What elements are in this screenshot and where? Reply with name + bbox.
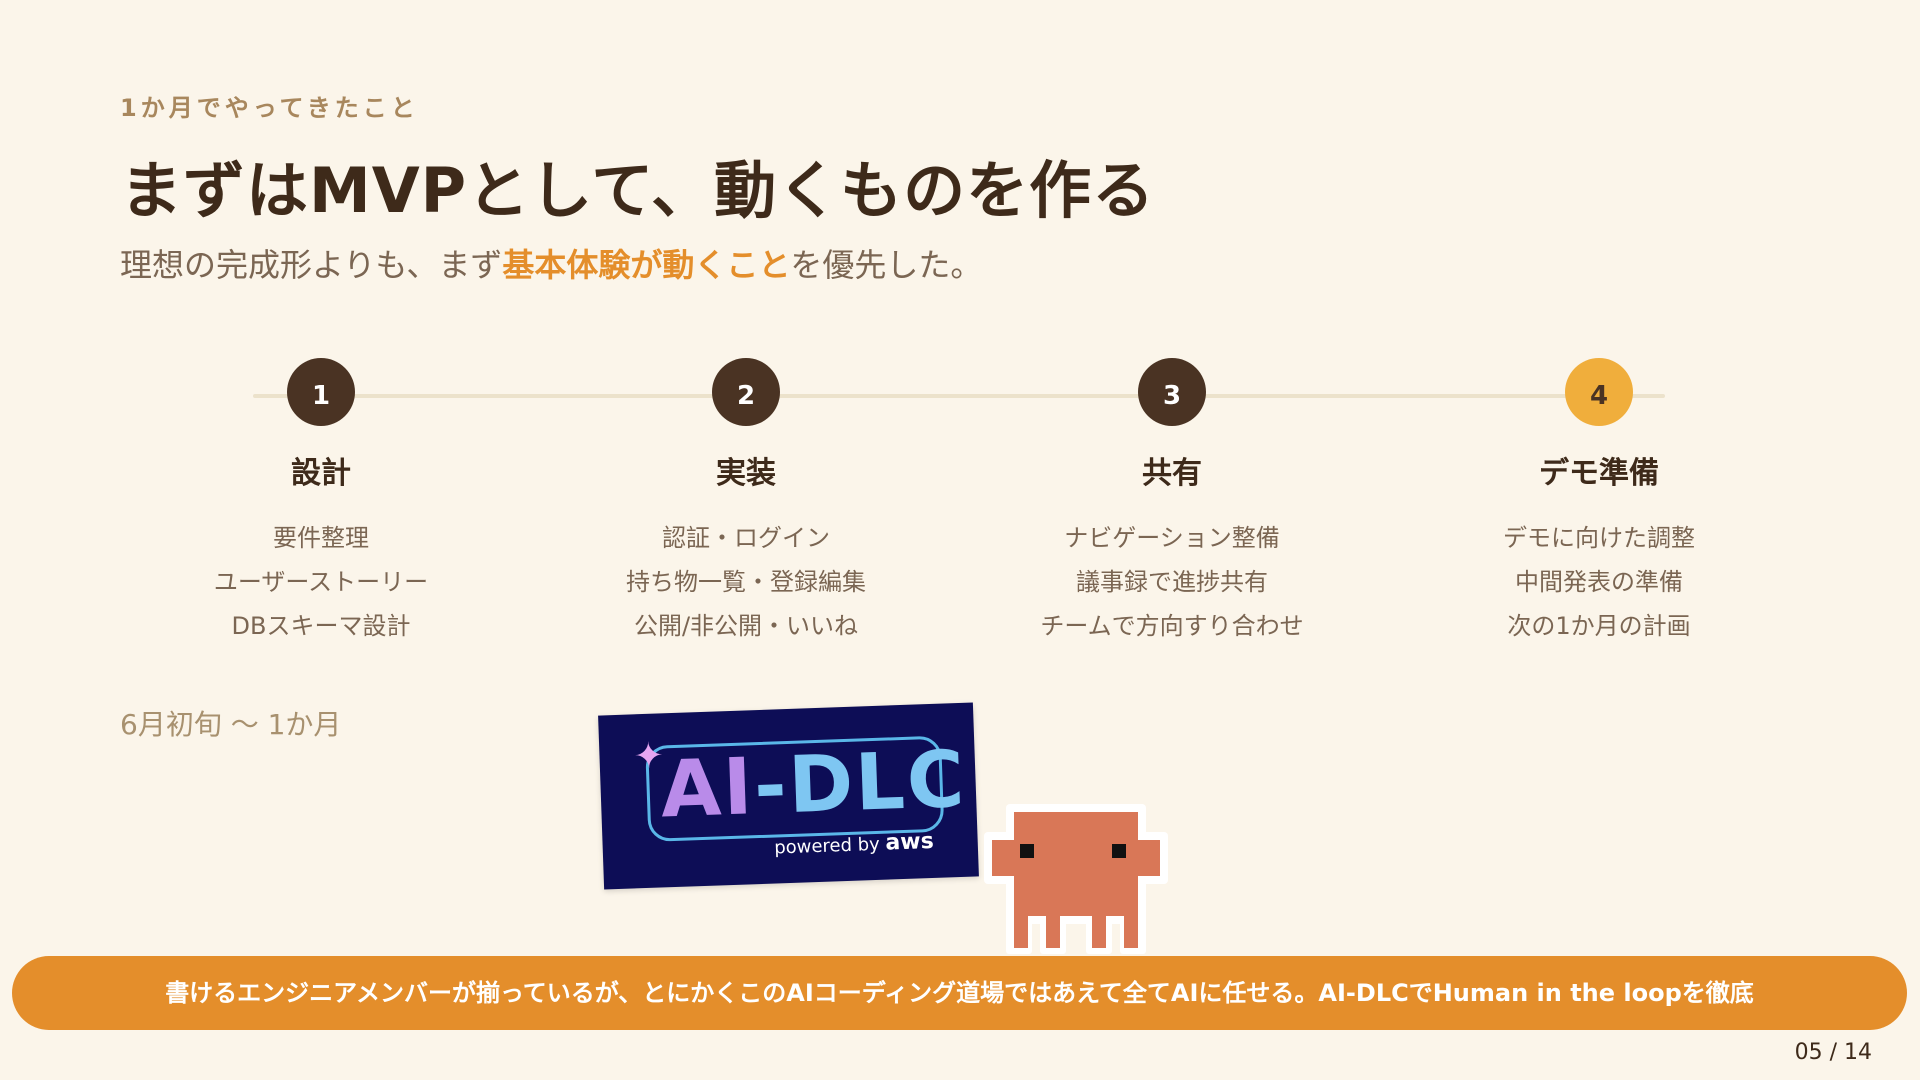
step-number-badge: 1 [287, 358, 355, 426]
logo-powered-by: powered by aws [773, 828, 935, 859]
subtitle-highlight: 基本体験が動くこと [502, 246, 791, 284]
step-number-badge: 3 [1138, 358, 1206, 426]
step-item: 公開/非公開・いいね [633, 612, 859, 640]
step-title: デモ準備 [1539, 456, 1659, 491]
step-item: DBスキーマ設計 [231, 612, 411, 640]
period-label: 6月初旬 〜 1か月 [120, 708, 342, 741]
timeline-step-2: 2 実装 認証・ログイン 持ち物一覧・登録編集 公開/非公開・いいね [566, 358, 926, 648]
aws-logo-text: aws [885, 828, 935, 856]
mascot-icon [984, 804, 1168, 954]
timeline-step-3: 3 共有 ナビゲーション整備 議事録で進捗共有 チームで方向すり合わせ [992, 358, 1352, 648]
slide-title: まずはMVPとして、動くものを作る [120, 154, 1156, 227]
ai-dlc-logo: ✦ AI-DLC powered by aws [598, 702, 979, 890]
step-item-list: ナビゲーション整備 議事録で進捗共有 チームで方向すり合わせ [992, 516, 1352, 648]
logo-wordmark: AI-DLC [659, 734, 968, 836]
section-eyebrow: 1か月でやってきたこと [120, 94, 419, 122]
page-number: 05 / 14 [1794, 1040, 1872, 1065]
timeline-line [253, 394, 1665, 398]
step-item: デモに向けた調整 [1503, 524, 1695, 552]
step-item: 要件整理 [273, 524, 369, 552]
slide-subtitle: 理想の完成形よりも、まず基本体験が動くことを優先した。 [120, 240, 982, 286]
step-title: 実装 [716, 456, 776, 491]
step-item: 次の1か月の計画 [1507, 612, 1691, 640]
step-item: 持ち物一覧・登録編集 [626, 568, 866, 596]
step-item: 議事録で進捗共有 [1076, 568, 1268, 596]
step-number-badge: 4 [1565, 358, 1633, 426]
subtitle-prefix: 理想の完成形よりも、まず [120, 246, 503, 284]
subtitle-suffix: を優先した。 [790, 246, 983, 284]
step-title: 設計 [291, 456, 351, 491]
timeline-step-4: 4 デモ準備 デモに向けた調整 中間発表の準備 次の1か月の計画 [1419, 358, 1779, 648]
timeline-step-1: 1 設計 要件整理 ユーザーストーリー DBスキーマ設計 [141, 358, 501, 648]
step-item: ナビゲーション整備 [1064, 524, 1280, 552]
step-item: 認証・ログイン [662, 524, 830, 552]
step-item-list: 認証・ログイン 持ち物一覧・登録編集 公開/非公開・いいね [566, 516, 926, 648]
key-message-banner: 書けるエンジニアメンバーが揃っているが、とにかくこのAIコーディング道場ではあえ… [12, 956, 1907, 1030]
step-item: チームで方向すり合わせ [1040, 612, 1304, 640]
step-title: 共有 [1142, 456, 1202, 491]
step-number-badge: 2 [712, 358, 780, 426]
step-item: 中間発表の準備 [1515, 568, 1683, 596]
step-item-list: 要件整理 ユーザーストーリー DBスキーマ設計 [141, 516, 501, 648]
step-item: ユーザーストーリー [213, 568, 429, 596]
step-item-list: デモに向けた調整 中間発表の準備 次の1か月の計画 [1419, 516, 1779, 648]
